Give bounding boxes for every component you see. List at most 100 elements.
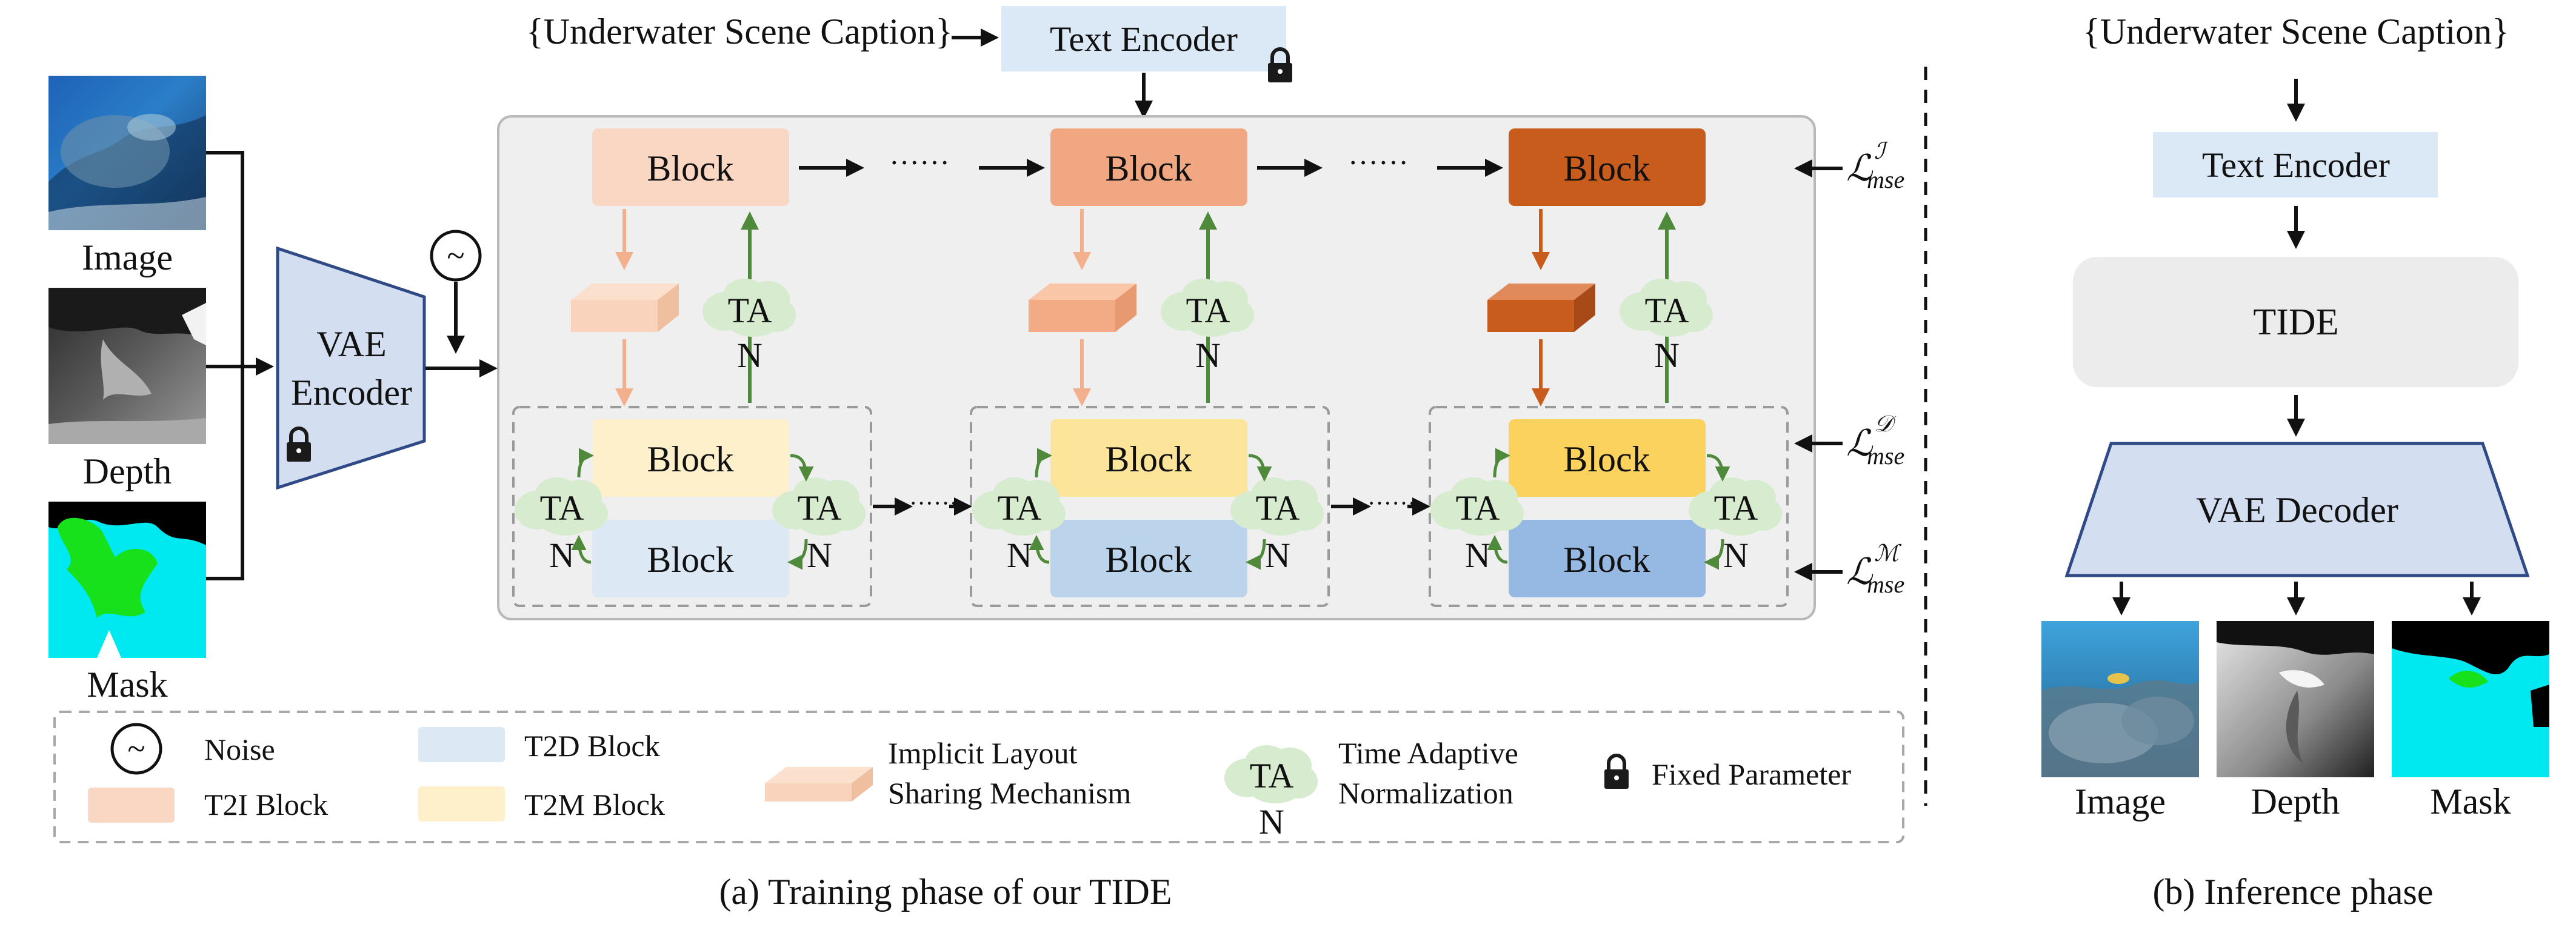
t2m-block-2-label: Block: [1105, 439, 1192, 479]
loss-image-sub: mse: [1867, 166, 1904, 193]
input-mask-label: Mask: [87, 665, 167, 705]
loss-depth-sub: mse: [1867, 442, 1904, 470]
input-mask-thumb: [48, 502, 206, 658]
t2i-ellipsis-1: ······: [889, 145, 950, 179]
legend-layout-plate-icon: [765, 767, 873, 802]
input-depth-thumb: [48, 288, 206, 444]
loss-mask-sub: mse: [1867, 571, 1904, 598]
dual-block-group-3: Block Block TA N TA N: [1429, 406, 1789, 607]
caption-a: (a) Training phase of our TIDE: [719, 872, 1172, 912]
inf-text-encoder-box: [2153, 132, 2438, 197]
inf-text-encoder-label: Text Encoder: [2202, 145, 2390, 185]
legend-t2i-swatch: [88, 788, 175, 823]
noise-icon: [430, 230, 482, 282]
loss-mask-symbol: ℒ: [1846, 552, 1874, 592]
caption-b: (b) Inference phase: [2152, 872, 2433, 912]
t2m-block-3-label: Block: [1563, 439, 1650, 479]
ta-right-3-line2: N: [1723, 536, 1749, 575]
t2d-block-1-label: Block: [647, 540, 733, 580]
layout-share-plate-1: [571, 284, 679, 332]
legend-fixed-label: Fixed Parameter: [1652, 757, 1851, 791]
dual-block-group-1: Block Block TA N TA N: [512, 406, 872, 607]
legend-noise-symbol: ~: [127, 731, 145, 767]
noise-symbol: ~: [447, 237, 464, 274]
ta-right-2-line1: TA: [1256, 488, 1300, 528]
t2d-block-2-label: Block: [1105, 540, 1192, 580]
ta-right-1-line2: N: [807, 536, 832, 575]
text-encoder-label: Text Encoder: [1050, 19, 1238, 59]
loss-image-symbol: ℒ: [1846, 148, 1874, 188]
loss-mask-sup: ℳ: [1874, 541, 1902, 566]
inf-tide-box: [2073, 257, 2518, 387]
ta-left-1-line1: TA: [540, 488, 584, 528]
legend-noise-label: Noise: [204, 732, 275, 766]
loss-depth-symbol: ℒ: [1846, 423, 1874, 463]
inference-caption: {Underwater Scene Caption}: [2083, 12, 2509, 51]
t2i-block-1-label: Block: [647, 148, 733, 188]
output-depth-label: Depth: [2251, 782, 2340, 821]
t2m-block-3: [1509, 419, 1706, 497]
t2d-block-3: [1509, 520, 1706, 597]
t2i-block-2: [1050, 128, 1247, 206]
legend-ta-line2: N: [1259, 802, 1284, 841]
legend-tan-line2: Normalization: [1338, 776, 1513, 810]
t2d-block-2: [1050, 520, 1247, 597]
legend-tan-line1: Time Adaptive: [1338, 736, 1518, 770]
t2d-block-1: [592, 520, 789, 597]
output-depth-thumb: [2217, 621, 2374, 777]
inf-tide-label: TIDE: [2253, 302, 2338, 343]
input-image-label: Image: [82, 237, 173, 277]
vae-encoder-line1: VAE: [316, 324, 387, 364]
ta-cloud-2-line2: N: [1195, 336, 1221, 375]
t2m-block-1: [592, 419, 789, 497]
t2i-block-1: [592, 128, 789, 206]
ta-left-2-line1: TA: [998, 488, 1042, 528]
t2i-block-3-label: Block: [1563, 148, 1650, 188]
output-mask-thumb: [2392, 621, 2549, 777]
legend-implicit-line2: Sharing Mechanism: [888, 776, 1131, 810]
ta-cloud-3-line1: TA: [1645, 291, 1689, 330]
loss-depth-sup: 𝒟: [1874, 411, 1897, 437]
legend-t2d-swatch: [418, 727, 505, 762]
legend-t2m-swatch: [418, 786, 505, 821]
lock-icon: [287, 427, 311, 462]
output-image-thumb: [2041, 621, 2199, 777]
legend-t2d-label: T2D Block: [524, 729, 660, 763]
text-encoder-box: [1001, 6, 1286, 71]
ta-cloud-1-line1: TA: [728, 291, 772, 330]
top-caption: {Underwater Scene Caption}: [526, 12, 953, 51]
inf-vae-decoder-shape: [2064, 442, 2530, 577]
input-depth-label: Depth: [83, 451, 172, 491]
output-image-label: Image: [2075, 782, 2166, 821]
legend-noise-icon: [110, 723, 162, 775]
legend-box: [53, 711, 1904, 843]
ta-right-2-line2: N: [1265, 536, 1290, 575]
t2i-block-2-label: Block: [1105, 148, 1192, 188]
t2i-ellipsis-2: ······: [1348, 145, 1409, 179]
ta-left-3-line1: TA: [1456, 488, 1500, 528]
ta-cloud-2-line1: TA: [1186, 291, 1230, 330]
t2i-block-3: [1509, 128, 1706, 206]
ta-cloud-3-line2: N: [1654, 336, 1680, 375]
group-ellipsis-2: ······: [1367, 490, 1416, 517]
ta-left-1-line2: N: [549, 536, 575, 575]
layout-share-plate-3: [1487, 284, 1595, 332]
group-ellipsis-1: ······: [909, 490, 958, 517]
legend-t2m-label: T2M Block: [524, 788, 665, 821]
ta-right-3-line1: TA: [1714, 488, 1758, 528]
t2m-block-1-label: Block: [647, 439, 733, 479]
legend-ta-line1: TA: [1250, 756, 1294, 795]
lock-icon: [1604, 754, 1629, 789]
dual-block-group-2: Block Block TA N TA N: [970, 406, 1330, 607]
ta-right-1-line1: TA: [798, 488, 842, 528]
ta-left-2-line2: N: [1007, 536, 1032, 575]
legend-t2i-label: T2I Block: [204, 788, 328, 821]
t2d-block-3-label: Block: [1563, 540, 1650, 580]
lock-icon: [1268, 47, 1292, 82]
legend-implicit-line1: Implicit Layout: [888, 736, 1078, 770]
output-mask-label: Mask: [2430, 782, 2511, 821]
ta-cloud-1-line2: N: [737, 336, 762, 375]
vae-encoder-line2: Encoder: [291, 373, 412, 413]
layout-share-plate-2: [1029, 284, 1136, 332]
